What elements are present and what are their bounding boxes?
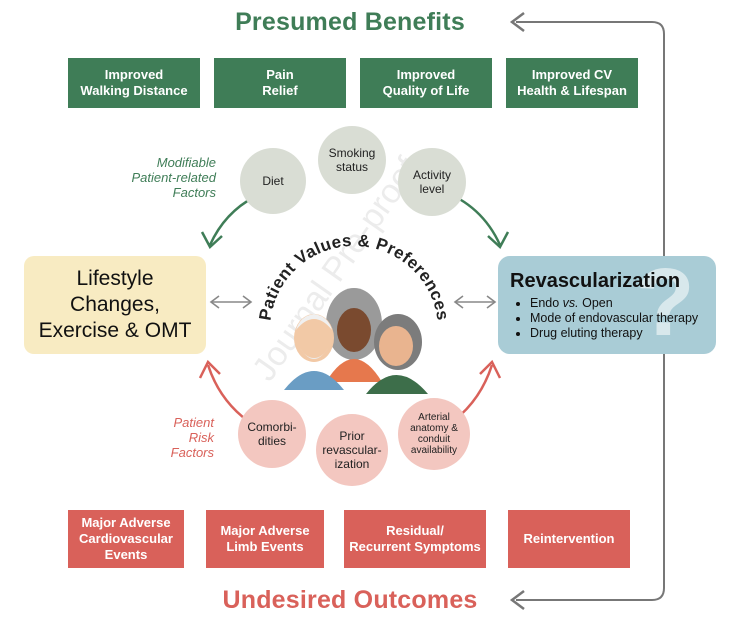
- person-woman-bun: [366, 314, 428, 394]
- risk-arterial-anatomy: Arterial anatomy & conduit availability: [398, 398, 470, 470]
- outcome-male: Major Adverse Limb Events: [206, 510, 324, 568]
- risk-factors-label: Patient Risk Factors: [170, 415, 214, 460]
- patient-values-graphic: Patient Values & Preferences: [255, 231, 452, 394]
- factor-activity-level: Activity level: [398, 148, 466, 216]
- undesired-outcomes-heading: Undesired Outcomes: [222, 586, 478, 614]
- revascularization-box: ? Revascularization Endo vs. Open Mode o…: [498, 256, 716, 354]
- revasc-item-endo-vs-open: Endo vs. Open: [530, 296, 698, 311]
- risk-prior-revascularization: Prior revascular- ization: [316, 414, 388, 486]
- outcome-reintervention: Reintervention: [508, 510, 630, 568]
- modifiable-factors-label: Modifiable Patient-related Factors: [131, 155, 216, 200]
- outcome-residual-symptoms: Residual/ Recurrent Symptoms: [344, 510, 486, 568]
- lifestyle-box: Lifestyle Changes, Exercise & OMT: [24, 256, 206, 354]
- question-mark-icon: ?: [636, 256, 695, 354]
- benefit-walking-distance: Improved Walking Distance: [68, 58, 200, 108]
- factor-diet: Diet: [240, 148, 306, 214]
- presumed-benefits-heading: Presumed Benefits: [235, 8, 465, 36]
- person-woman-gray-hair: [326, 288, 382, 382]
- benefit-cv-health: Improved CV Health & Lifespan: [506, 58, 638, 108]
- revasc-item-drug-eluting: Drug eluting therapy: [530, 326, 698, 341]
- benefit-quality-of-life: Improved Quality of Life: [360, 58, 492, 108]
- revascularization-list: Endo vs. Open Mode of endovascular thera…: [512, 296, 698, 341]
- benefit-pain-relief: Pain Relief: [214, 58, 346, 108]
- revascularization-title: Revascularization: [510, 270, 681, 292]
- factor-smoking-status: Smoking status: [318, 126, 386, 194]
- person-older-man: [284, 314, 344, 390]
- revasc-item-mode: Mode of endovascular therapy: [530, 311, 698, 326]
- outcome-mace: Major Adverse Cardiovascular Events: [68, 510, 184, 568]
- risk-comorbidities: Comorbi- dities: [238, 400, 306, 468]
